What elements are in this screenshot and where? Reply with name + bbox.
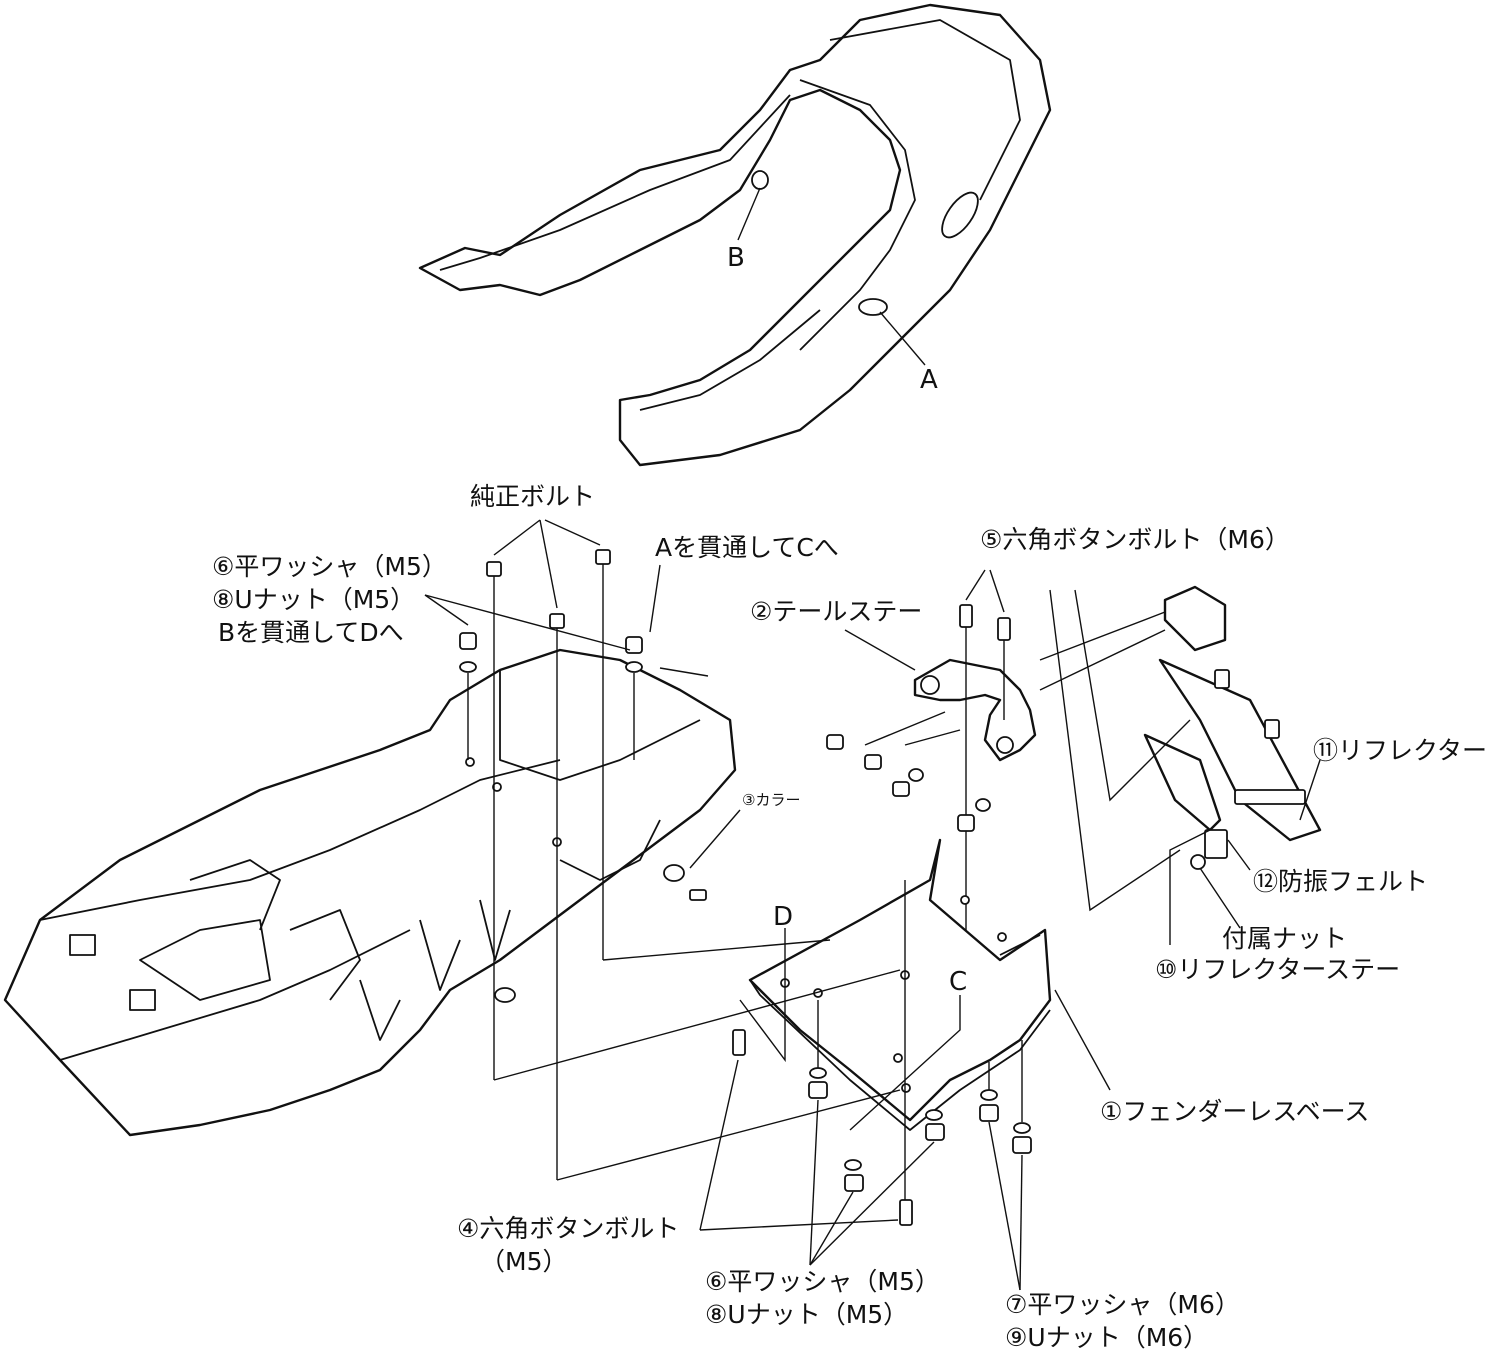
- label-hex-bolt-m5-line2: （M5）: [480, 1247, 567, 1276]
- letter-a: A: [920, 365, 938, 395]
- label-u-nut-m5-bottom: ⑧Uナット（M5）: [705, 1300, 908, 1329]
- letter-d: D: [773, 902, 793, 932]
- seat-cowl: [418, 3, 1052, 467]
- label-hira-washer-m6: ⑦平ワッシャ（M6）: [1005, 1290, 1240, 1319]
- label-hex-bolt-m6: ⑤六角ボタンボルト（M6）: [980, 525, 1290, 554]
- label-u-nut-m6: ⑨Uナット（M6）: [1005, 1323, 1208, 1352]
- reflector-assembly: [1039, 585, 1322, 945]
- label-reflector: ⑪リフレクター: [1313, 736, 1487, 765]
- label-felt: ⑫防振フェルト: [1253, 867, 1428, 896]
- label-reflector-stay: ⑩リフレクターステー: [1155, 955, 1400, 984]
- collar-part: [663, 809, 741, 901]
- label-collar: ③カラー: [742, 791, 800, 809]
- label-tail-stay: ②テールステー: [750, 597, 922, 626]
- top-washers-nuts: [459, 632, 643, 760]
- label-fenderless-base: ①フェンダーレスベース: [1100, 1097, 1369, 1126]
- label-junsei-bolt: 純正ボルト: [470, 482, 595, 511]
- label-hex-bolt-m5-line1: ④六角ボタンボルト: [457, 1214, 679, 1243]
- label-included-nut: 付属ナット: [1222, 924, 1347, 953]
- label-u-nut-m5-top: ⑧Uナット（M5）: [212, 585, 415, 614]
- genuine-bolts: [486, 549, 611, 1180]
- label-hira-washer-m5-bottom: ⑥平ワッシャ（M5）: [705, 1267, 940, 1296]
- rear-frame: [3, 648, 737, 1137]
- label-hira-washer-m5-top: ⑥平ワッシャ（M5）: [212, 552, 447, 581]
- letter-b: B: [727, 243, 745, 273]
- bottom-hardware: [699, 1000, 1032, 1291]
- label-a-to-c: Aを貫通してCへ: [655, 533, 839, 562]
- fenderless-base: [493, 838, 1111, 1200]
- label-b-to-d: Bを貫通してDへ: [218, 618, 404, 647]
- tail-stay: [826, 569, 1037, 1000]
- letter-c: C: [949, 967, 967, 997]
